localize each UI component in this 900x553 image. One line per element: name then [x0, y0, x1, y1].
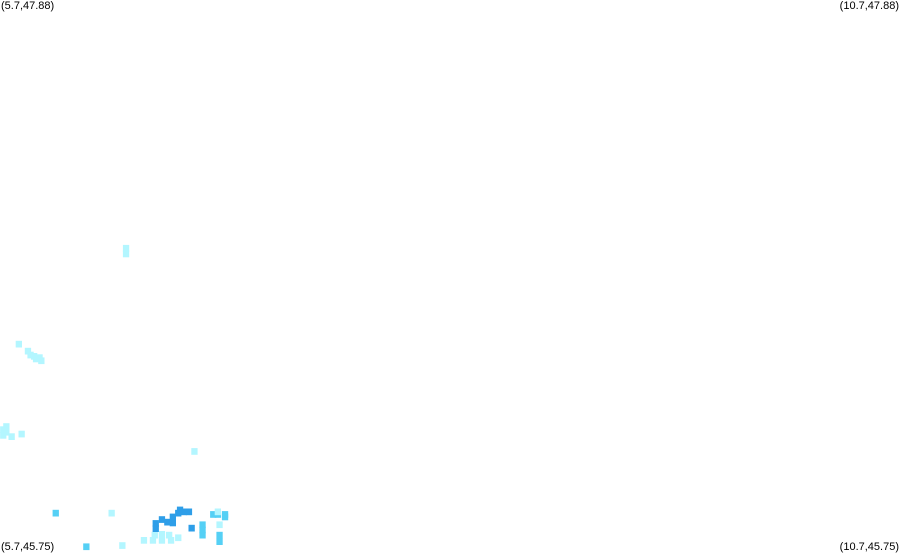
raster-cell-medium [216, 531, 223, 539]
raster-cell-medium [221, 513, 229, 521]
raster-cell-medium [199, 531, 206, 539]
raster-cell-dark [152, 525, 159, 532]
raster-cell-medium [52, 509, 59, 517]
raster-cell-light [27, 351, 34, 359]
raster-cell-dark [169, 519, 176, 527]
raster-cell-medium [199, 521, 206, 529]
raster-cell-dark [169, 513, 176, 521]
raster-cell-dark [164, 518, 171, 526]
raster-cell-light [108, 509, 115, 517]
raster-cells [0, 244, 229, 551]
raster-cell-light [175, 534, 182, 542]
corner-label-bottom-left: (5.7,45.75) [1, 541, 55, 553]
raster-cell-light [0, 432, 7, 439]
raster-cell-light [216, 521, 223, 529]
raster-cell-dark [176, 506, 184, 514]
corner-label-bottom-right: (10.7,45.75) [839, 541, 899, 553]
raster-cell-light [158, 537, 166, 544]
raster-cell-dark [152, 520, 159, 527]
raster-cell-light [191, 448, 198, 455]
raster-cell-dark [180, 508, 187, 516]
raster-cell-light [122, 244, 130, 252]
raster-cell-medium [216, 538, 223, 545]
raster-cell-light [122, 250, 130, 258]
raster-cell-light [140, 537, 148, 544]
raster-cell-dark [158, 516, 166, 523]
raster-cell-medium [83, 543, 90, 551]
raster-cell-light [158, 531, 166, 538]
raster-cell-light [166, 531, 173, 539]
raster-cell-light [167, 537, 175, 544]
raster-cell-light [24, 347, 32, 355]
raster-cell-light [149, 537, 157, 544]
raster-cell-light [18, 430, 25, 438]
raster-cell-light [8, 433, 15, 440]
raster-cell-light [151, 531, 158, 539]
raster-cell-dark [188, 524, 195, 532]
raster-cell-light [38, 357, 45, 365]
raster-cell-light [214, 508, 221, 516]
raster-cell-light [15, 340, 22, 348]
raster-cell-light [119, 542, 126, 549]
raster-cell-medium [210, 511, 217, 518]
raster-cell-dark [185, 508, 193, 516]
raster-cell-light [32, 355, 40, 363]
raster-cell-medium [199, 526, 206, 534]
corner-label-top-left: (5.7,47.88) [1, 0, 55, 12]
corner-label-top-right: (10.7,47.88) [839, 0, 899, 12]
